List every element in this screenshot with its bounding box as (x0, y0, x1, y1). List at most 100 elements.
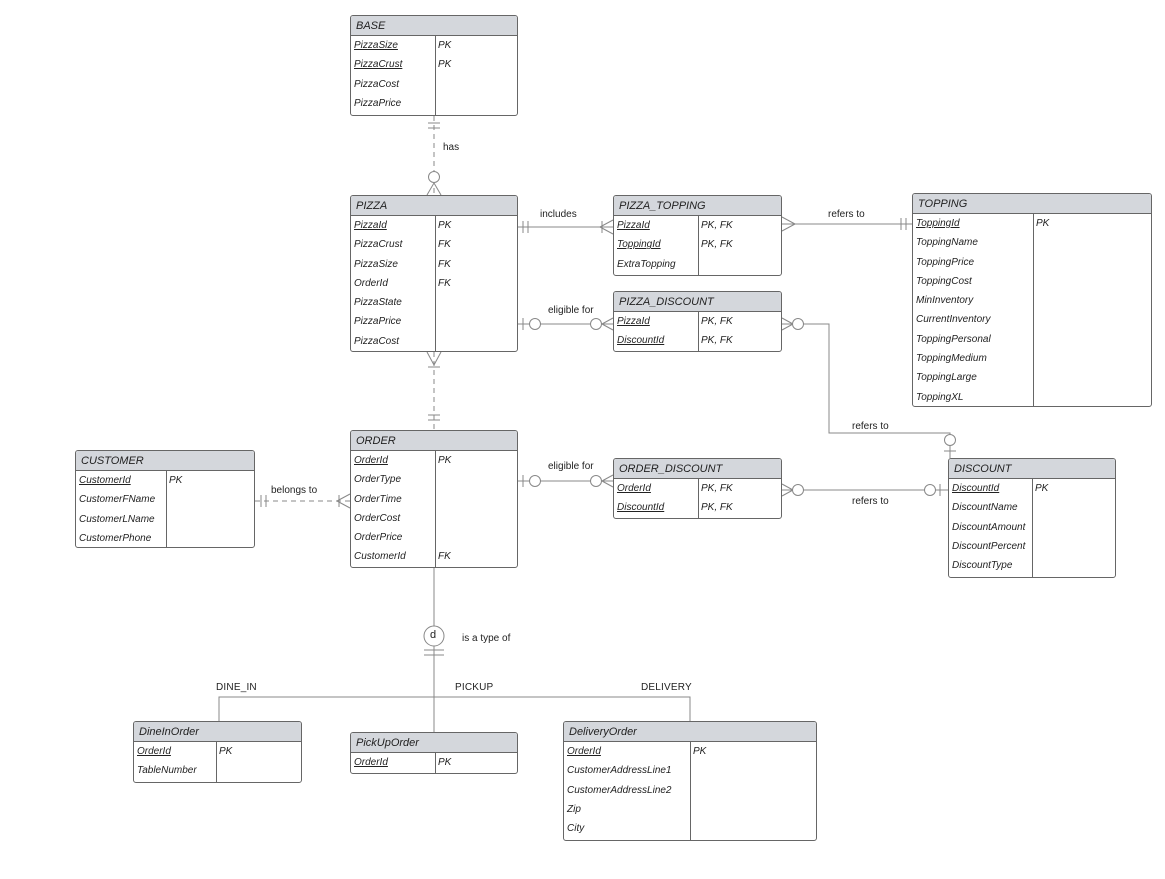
entity-title: ORDER (351, 431, 517, 451)
attribute-name: OrderPrice (354, 532, 403, 544)
attribute-key: PK (693, 746, 707, 757)
attribute-name: OrderId (354, 757, 388, 768)
attribute-row: CustomerLName (76, 510, 254, 529)
attribute-name: PizzaSize (354, 258, 398, 270)
column-divider (698, 479, 699, 518)
attribute-key: PK, FK (701, 239, 733, 251)
attribute-name: DiscountType (952, 560, 1013, 572)
category-delivery: DELIVERY (641, 682, 692, 693)
attribute-name: DiscountId (617, 335, 665, 347)
column-divider (435, 753, 436, 773)
column-divider (1033, 214, 1034, 406)
attribute-name: ToppingId (916, 218, 960, 229)
column-divider (698, 312, 699, 351)
attribute-name: MinInventory (916, 295, 974, 307)
connector-order-subtypes (218, 568, 691, 732)
attribute-name: OrderId (137, 746, 171, 757)
attribute-row: ToppingMedium (913, 349, 1151, 368)
entity-title: CUSTOMER (76, 451, 254, 471)
attribute-name: ToppingPrice (916, 256, 975, 268)
attribute-row: ToppingPrice (913, 253, 1151, 272)
attribute-row: PizzaPrice (351, 312, 517, 331)
attribute-row: DiscountName (949, 498, 1115, 517)
attribute-key: FK (438, 277, 451, 289)
attribute-name: Zip (567, 803, 581, 815)
attribute-key: PK, FK (701, 316, 733, 327)
attribute-key: PK (1035, 483, 1049, 494)
connector-customer-order (255, 493, 351, 509)
label-has: has (443, 142, 460, 153)
attribute-row: DiscountType (949, 556, 1115, 575)
attribute-row: OrderTime (351, 490, 517, 509)
entity-title: DineInOrder (134, 722, 301, 742)
attribute-name: DiscountId (617, 502, 665, 514)
entity-title: DeliveryOrder (564, 722, 816, 742)
attribute-name: ToppingXL (916, 391, 964, 403)
attribute-name: OrderType (354, 474, 402, 486)
attribute-row: ToppingCost (913, 272, 1151, 291)
connector-pizza-pizzatopping (518, 219, 614, 235)
label-eligible-for-order: eligible for (548, 461, 594, 472)
attribute-name: PizzaState (354, 297, 402, 309)
connector-pizzadiscount-discount (781, 317, 956, 458)
attribute-name: OrderCost (354, 512, 401, 524)
attribute-row: OrderCost (351, 509, 517, 528)
attribute-row: OrderPrice (351, 528, 517, 547)
attribute-row: PizzaCost (351, 332, 517, 351)
label-refers-to-discount: refers to (852, 496, 889, 507)
attribute-name: OrderTime (354, 493, 402, 505)
attribute-row: DiscountAmount (949, 518, 1115, 537)
attribute-name: PizzaCost (354, 78, 400, 90)
attribute-row: CustomerAddressLine2 (564, 781, 816, 800)
connector-base-pizza (426, 116, 442, 196)
attribute-name: OrderId (354, 455, 388, 466)
entity-title: PickUpOrder (351, 733, 517, 753)
attribute-row: DiscountPercent (949, 537, 1115, 556)
connector-pizzatopping-topping (781, 216, 912, 232)
entity-title: BASE (351, 16, 517, 36)
connector-pizza-order (426, 351, 442, 430)
attribute-name: CustomerId (354, 551, 406, 563)
attribute-key: PK (1036, 218, 1050, 229)
attribute-key: PK (438, 59, 452, 71)
attribute-row: ToppingLarge (913, 368, 1151, 387)
attribute-name: CustomerPhone (79, 532, 152, 544)
attribute-name: TableNumber (137, 765, 197, 777)
attribute-key: PK, FK (701, 483, 733, 494)
attribute-name: PizzaId (354, 220, 387, 231)
attribute-key: FK (438, 239, 451, 251)
attribute-row: City (564, 819, 816, 838)
attribute-name: City (567, 823, 585, 835)
attribute-name: DiscountAmount (952, 521, 1026, 533)
attribute-name: PizzaPrice (354, 97, 402, 109)
attribute-row: PizzaCost (351, 75, 517, 94)
